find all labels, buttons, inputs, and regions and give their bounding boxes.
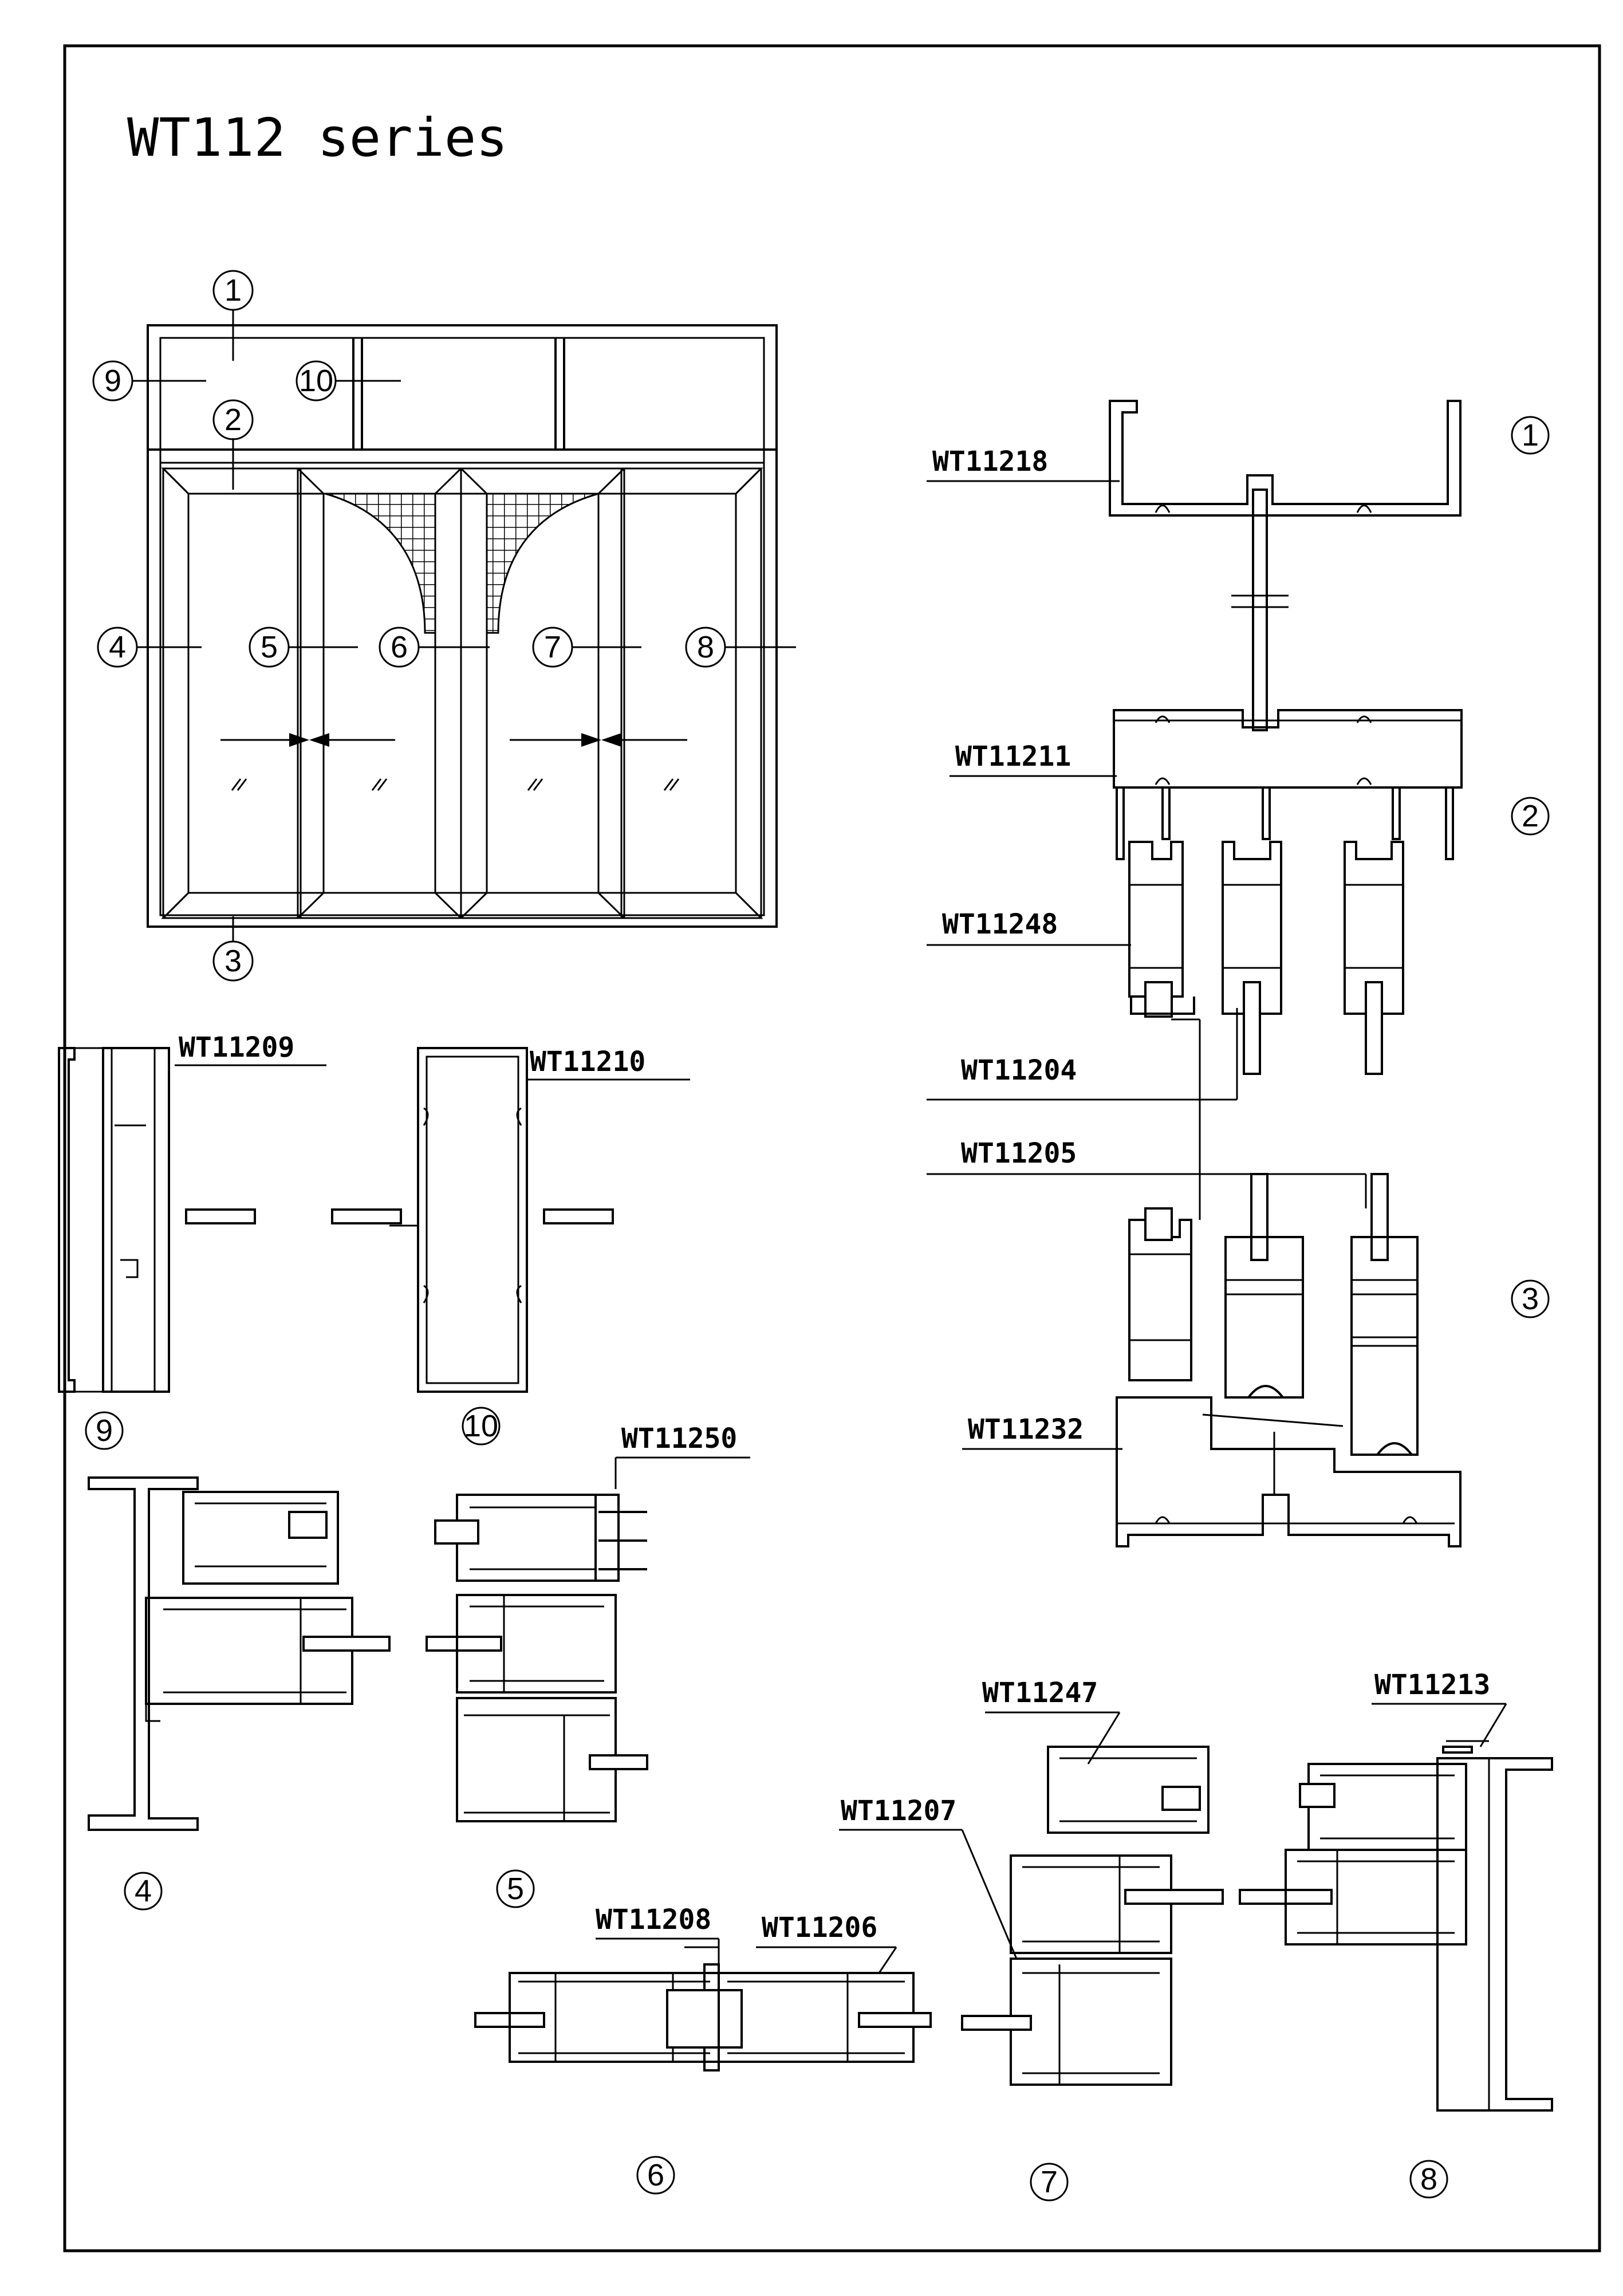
screen-mesh-right [486, 493, 599, 634]
svg-text:3: 3 [224, 944, 242, 978]
section-number-6: 6 [636, 2156, 675, 2195]
svg-text:9: 9 [104, 364, 121, 398]
svg-text:10: 10 [464, 1409, 498, 1443]
section-number-2: 2 [1511, 797, 1550, 836]
svg-text:7: 7 [544, 630, 561, 664]
section-10: WT11210 10 [331, 1046, 690, 1446]
label-wt11247: WT11247 [982, 1677, 1098, 1709]
section-vertical: WT11218 WT11211 WT11248 WT11204 WT11205 … [927, 400, 1550, 1547]
svg-text:5: 5 [261, 630, 278, 664]
svg-text:7: 7 [1041, 2165, 1058, 2199]
svg-text:5: 5 [507, 1872, 524, 1906]
svg-text:1: 1 [1522, 418, 1539, 452]
svg-text:8: 8 [1420, 2162, 1437, 2196]
section-4: 4 [88, 1476, 391, 1911]
callout-3: 3 [212, 940, 254, 982]
section-number-1: 1 [1511, 416, 1550, 455]
label-wt11232: WT11232 [968, 1413, 1084, 1446]
label-wt11208: WT11208 [596, 1904, 711, 1936]
svg-text:1: 1 [224, 273, 242, 308]
sheet-border [63, 44, 1601, 2252]
callout-9: 9 [92, 360, 133, 401]
section-5: WT11250 5 [426, 1423, 750, 1908]
profile-wt11232-shape [1116, 1396, 1462, 1547]
section-number-3: 3 [1511, 1279, 1550, 1318]
section-number-10: 10 [462, 1407, 501, 1446]
svg-text:6: 6 [391, 630, 408, 664]
callout-6: 6 [379, 627, 420, 668]
section-6: WT11208 WT11206 6 [474, 1904, 932, 2195]
svg-text:4: 4 [135, 1874, 152, 1908]
sash-track-2 [1222, 841, 1282, 1075]
profile-wt11211-shape [1113, 709, 1463, 789]
sash-bottom-1 [1128, 1207, 1192, 1381]
screen-mesh-left [325, 493, 436, 634]
callout-7: 7 [532, 627, 573, 668]
sash-bottom-3 [1350, 1173, 1419, 1456]
sash-bottom-2 [1224, 1173, 1304, 1399]
label-wt11218: WT11218 [932, 446, 1048, 478]
callout-5: 5 [249, 627, 290, 668]
callout-2: 2 [212, 399, 254, 440]
svg-text:4: 4 [109, 630, 126, 664]
callout-4: 4 [97, 627, 138, 668]
section-number-9: 9 [85, 1411, 124, 1450]
label-wt11206: WT11206 [762, 1912, 877, 1944]
section-number-8: 8 [1409, 2160, 1448, 2199]
label-wt11211: WT11211 [955, 741, 1071, 773]
label-wt11250: WT11250 [621, 1423, 737, 1455]
sash-track-1 [1128, 841, 1195, 1018]
section-number-7: 7 [1030, 2163, 1069, 2202]
label-wt11207: WT11207 [841, 1795, 956, 1827]
svg-text:3: 3 [1522, 1282, 1539, 1316]
svg-text:9: 9 [96, 1413, 113, 1448]
callout-10: 10 [296, 360, 337, 401]
svg-text:8: 8 [697, 630, 714, 664]
page-title: WT112 series [127, 107, 508, 168]
section-8: WT11213 8 [1239, 1669, 1553, 2199]
profile-wt11218-shape [1109, 400, 1462, 517]
svg-text:6: 6 [647, 2158, 664, 2192]
label-wt11248: WT11248 [942, 908, 1058, 940]
section-number-5: 5 [496, 1869, 535, 1908]
label-wt11213: WT11213 [1374, 1669, 1490, 1701]
svg-text:2: 2 [224, 403, 242, 437]
section-number-4: 4 [124, 1872, 163, 1911]
label-wt11204: WT11204 [961, 1054, 1077, 1086]
section-7: WT11247 WT11207 7 [839, 1677, 1224, 2202]
label-wt11210: WT11210 [530, 1046, 645, 1078]
section-9: WT11209 9 [58, 1031, 326, 1450]
svg-text:2: 2 [1522, 799, 1539, 833]
callout-8: 8 [685, 627, 726, 668]
callout-1: 1 [212, 270, 254, 311]
svg-text:10: 10 [299, 364, 333, 398]
window-elevation: 1 9 10 2 3 4 5 6 [92, 270, 796, 982]
label-wt11209: WT11209 [179, 1031, 294, 1064]
sash-track-3 [1344, 841, 1404, 1075]
label-wt11205: WT11205 [961, 1137, 1077, 1169]
